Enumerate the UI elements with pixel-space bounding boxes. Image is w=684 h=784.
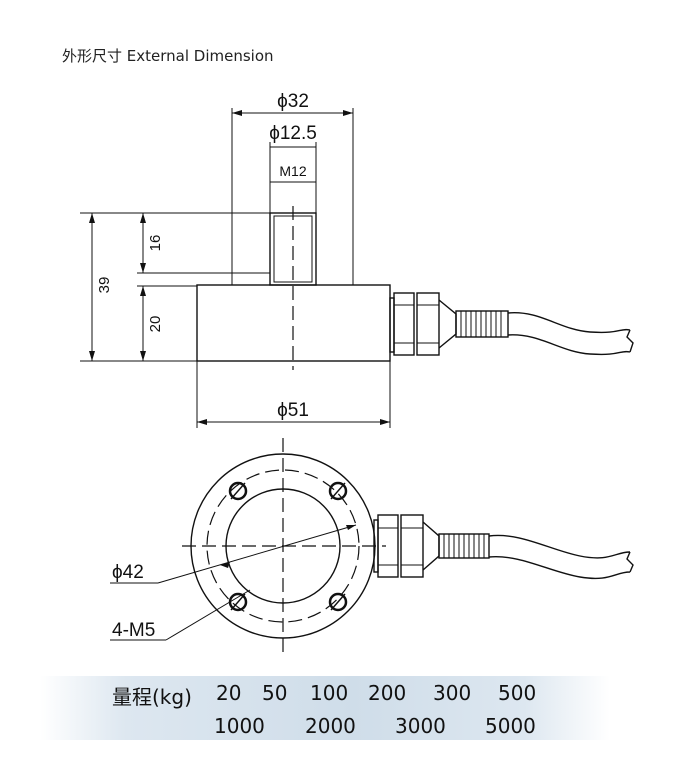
capacity-value: 50 [262,681,288,705]
capacity-value: 5000 [485,714,536,738]
cable-connector [389,292,634,356]
dim-phi32: ϕ32 [277,91,309,112]
capacity-band [40,676,610,740]
dim-phi12-5: ϕ12.5 [269,123,317,144]
bottom-view: ϕ42 4-M5 [110,438,634,658]
dim-phi42: ϕ42 [112,562,144,583]
capacity-value: 20 [216,681,242,705]
capacity-value: 500 [498,681,537,705]
dim-39: 39 [96,277,113,294]
capacity-value: 1000 [214,714,265,738]
dim-m12: M12 [279,163,306,179]
dim-4-m5: 4-M5 [112,620,155,641]
side-view: ϕ32 ϕ12.5 M12 16 39 20 ϕ51 [80,91,634,428]
dim-20: 20 [147,316,164,333]
capacity-value: 3000 [395,714,446,738]
page-title: 外形尺寸 External Dimension [62,47,274,65]
dim-phi51: ϕ51 [277,400,309,421]
capacity-label: 量程(kg) [112,685,192,709]
mounting-holes [228,481,348,612]
capacity-value: 2000 [305,714,356,738]
capacity-value: 100 [310,681,349,705]
capacity-value: 200 [368,681,407,705]
capacity-value: 300 [433,681,472,705]
dim-16: 16 [147,235,164,252]
cable-connector-bottom [373,514,634,580]
